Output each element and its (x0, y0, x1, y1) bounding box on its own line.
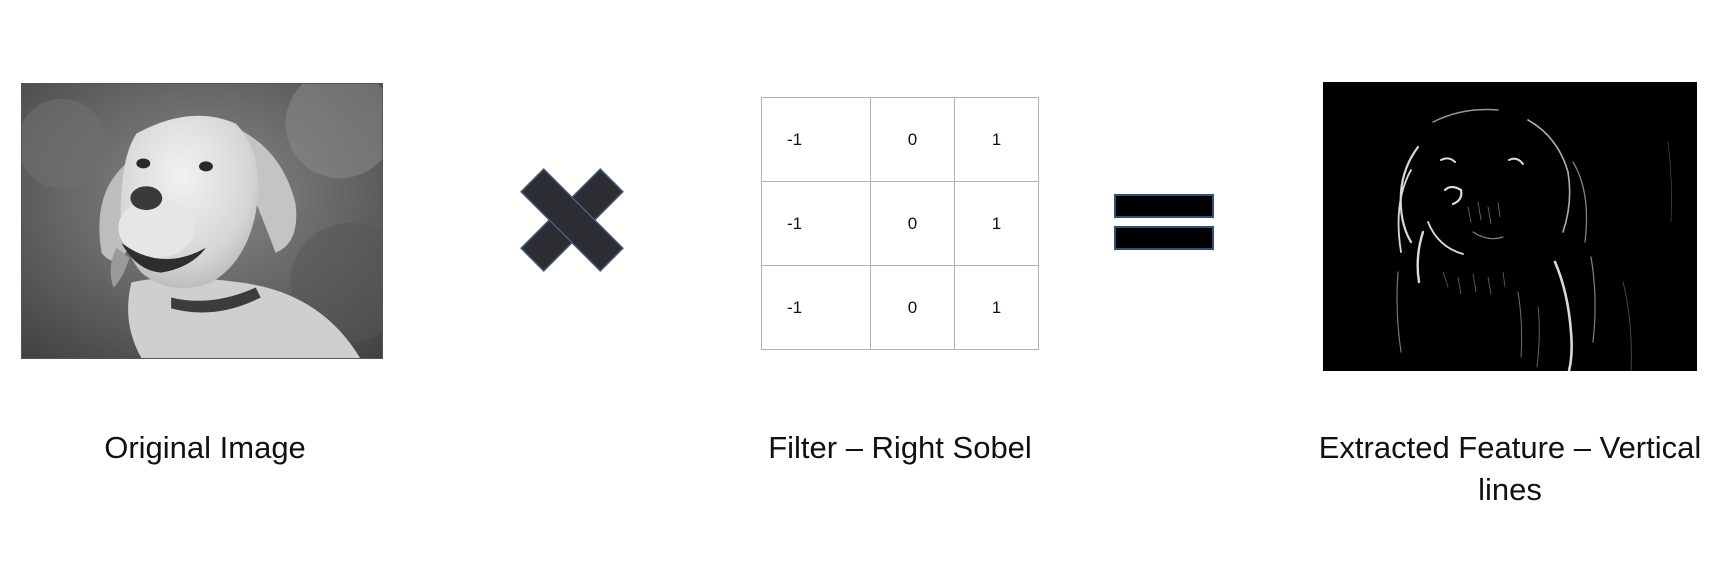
filter-cell: 1 (954, 181, 1039, 266)
dog-photo-grayscale (22, 84, 382, 358)
filter-cell: 1 (954, 97, 1039, 182)
filter-matrix: -1 0 1 -1 0 1 -1 0 1 (761, 97, 1039, 350)
caption-original-image: Original Image (104, 430, 306, 465)
caption-extracted-feature: Extracted Feature – Vertical lines (1300, 427, 1720, 511)
filter-cell: -1 (761, 265, 871, 350)
caption-filter: Filter – Right Sobel (768, 430, 1032, 465)
filter-cell: 1 (954, 265, 1039, 350)
multiply-icon (520, 168, 624, 272)
caption-line: Extracted Feature – Vertical (1318, 430, 1702, 465)
caption-line: lines (1478, 472, 1542, 507)
edge-map-image (1323, 82, 1697, 371)
filter-row: -1 0 1 (761, 265, 1039, 350)
filter-row: -1 0 1 (761, 97, 1039, 182)
filter-cell: 0 (870, 97, 955, 182)
filter-cell: -1 (761, 181, 871, 266)
filter-cell: 0 (870, 181, 955, 266)
equals-icon (1114, 193, 1214, 251)
feature-image (1323, 82, 1697, 371)
filter-cell: -1 (761, 97, 871, 182)
filter-cell: 0 (870, 265, 955, 350)
original-image (21, 83, 383, 359)
filter-row: -1 0 1 (761, 181, 1039, 266)
